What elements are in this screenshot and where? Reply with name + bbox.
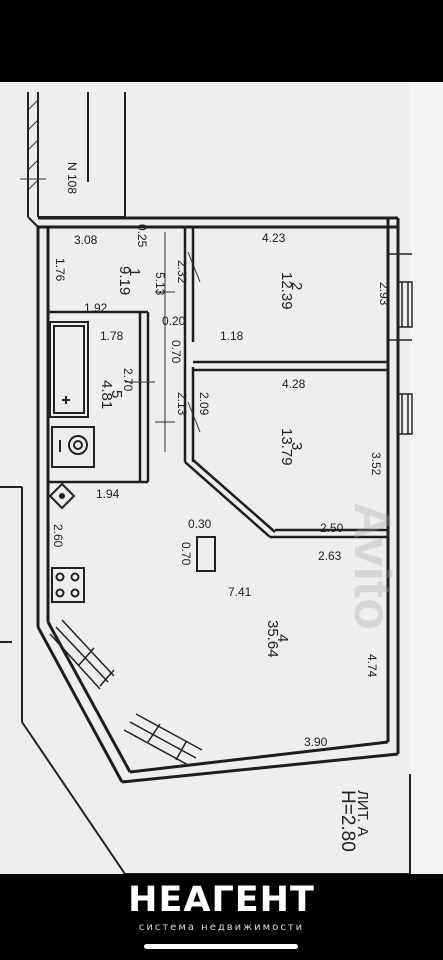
label-2-50: 2.50 [320, 521, 344, 535]
label-0-30: 0.30 [188, 517, 212, 531]
dimension-ticks [125, 232, 201, 452]
room-5-number: 5 [108, 390, 125, 398]
room-1-number: 1 [126, 268, 143, 276]
bathtub [49, 321, 89, 418]
brand-subtitle: система недвижимости [138, 922, 305, 933]
label-1-94: 1.94 [96, 487, 120, 501]
label-corridor-number: N 108 [65, 162, 79, 194]
room-4-area: 35.64 [264, 620, 281, 658]
label-1-18: 1.18 [220, 329, 244, 343]
room-3-number: 3 [288, 442, 305, 450]
label-4-28: 4.28 [282, 377, 306, 391]
label-4-74: 4.74 [365, 654, 379, 678]
ceiling-height-label: Н=2.80 [337, 790, 358, 852]
label-5-13: 5.13 [153, 272, 167, 296]
label-1-78: 1.78 [100, 329, 124, 343]
room-4-number: 4 [274, 634, 291, 642]
brand-name: НЕАГЕНТ [128, 880, 315, 920]
label-7-41: 7.41 [228, 585, 252, 599]
room-2-area: 12.39 [278, 272, 295, 310]
label-3-52: 3.52 [369, 452, 383, 476]
avito-watermark: Avito [343, 502, 401, 630]
lit-label: ЛИТ. А [354, 790, 371, 836]
label-0-70-b: 0.70 [179, 542, 193, 566]
label-2-13: 2.13 [175, 392, 189, 416]
room-1-area: 9.19 [116, 266, 133, 295]
washbasin [51, 426, 95, 468]
kitchen-sink [48, 482, 76, 510]
label-0-20: 0.20 [162, 314, 186, 328]
floor-plan-drawing: Avito N 108 3.08 0.25 1.76 1.92 1.78 2.7… [0, 82, 443, 874]
label-2-63: 2.63 [318, 549, 342, 563]
label-1-76: 1.76 [53, 258, 67, 282]
label-4-23: 4.23 [262, 231, 286, 245]
label-2-09: 2.09 [197, 392, 211, 416]
label-2-70: 2.70 [121, 368, 135, 392]
floor-plan-photo: Avito N 108 3.08 0.25 1.76 1.92 1.78 2.7… [0, 82, 443, 874]
column-block [196, 536, 216, 572]
room-2-number: 2 [288, 282, 305, 290]
outer-wall-lower [0, 486, 411, 874]
label-3-90: 3.90 [304, 735, 328, 749]
interior-walls [48, 227, 388, 539]
corridor-hatch [20, 99, 46, 191]
windows-diagonal [49, 619, 203, 767]
label-0-70-a: 0.70 [169, 340, 183, 364]
label-2-32: 2.32 [175, 260, 189, 284]
label-2-93: 2.93 [377, 282, 391, 306]
windows-right [388, 253, 413, 435]
outer-wall-left [27, 92, 126, 228]
label-3-08: 3.08 [74, 233, 98, 247]
room-5-area: 4.81 [98, 380, 115, 409]
home-indicator[interactable] [144, 944, 298, 949]
label-0-25: 0.25 [135, 224, 149, 248]
label-2-60: 2.60 [51, 524, 65, 548]
stove [51, 567, 85, 603]
room-3-area: 13.79 [278, 428, 295, 466]
label-1-92: 1.92 [84, 301, 108, 315]
